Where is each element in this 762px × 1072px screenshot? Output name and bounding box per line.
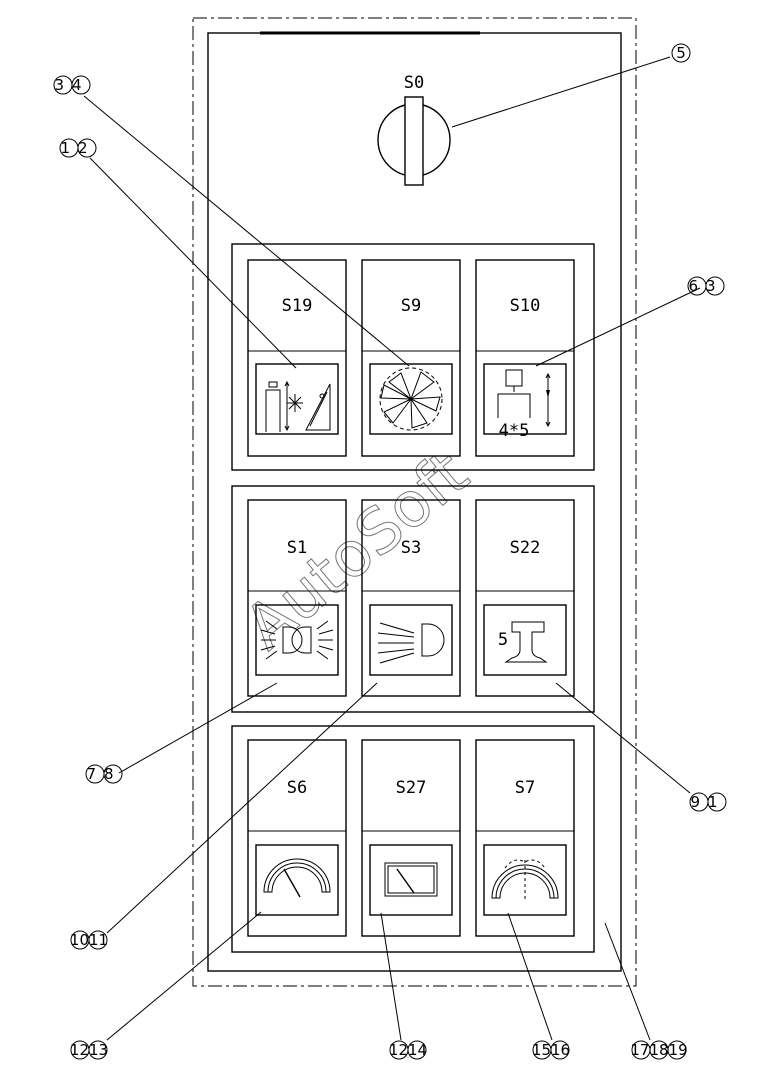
switch-s10-label: S10 [510, 296, 541, 316]
svg-text:1011: 1011 [70, 931, 108, 949]
svg-text:12: 12 [60, 139, 95, 157]
switch-s22-label: S22 [510, 538, 541, 558]
callout-78: 78 [85, 764, 123, 784]
switch-s1-body [247, 499, 347, 697]
svg-text:1516: 1516 [532, 1041, 570, 1059]
switch-s27-label: S27 [396, 778, 427, 798]
gauge-arc-icon [255, 844, 339, 916]
svg-text:78: 78 [86, 765, 121, 783]
bottom-panel-frame [231, 725, 595, 953]
rail-icon-label: 5 [498, 630, 508, 650]
switch-s27-body [361, 739, 461, 937]
switch-s3-label: S3 [401, 538, 421, 558]
callout-1213: 1213 [70, 1040, 108, 1060]
callout-1516: 1516 [532, 1040, 570, 1060]
callout-171819: 171819 [630, 1040, 688, 1060]
switch-s9-label: S9 [401, 296, 421, 316]
svg-text:1213: 1213 [70, 1041, 108, 1059]
arc-wiper-icon [483, 844, 567, 916]
callout-5: 5 [671, 43, 691, 63]
hoist-icon: 4*5 [483, 363, 567, 441]
main-switch: S0 [377, 73, 451, 186]
switch-s19-label: S19 [282, 296, 313, 316]
switch-s10-body [475, 259, 575, 457]
switch-s9-body [361, 259, 461, 457]
switch-s7-body [475, 739, 575, 937]
switch-s6-body [247, 739, 347, 937]
main-switch-label: S0 [404, 73, 424, 93]
hoist-icon-label: 4*5 [499, 421, 530, 441]
cylinder-lift-icon [255, 363, 339, 435]
svg-text:34: 34 [54, 76, 89, 94]
callout-12: 12 [59, 138, 97, 158]
switch-s19-body [247, 259, 347, 457]
callout-34: 34 [53, 75, 91, 95]
callout-63: 63 [687, 276, 725, 296]
switch-s1-label: S1 [287, 538, 307, 558]
main-switch-handle [404, 96, 424, 186]
top-panel-frame [231, 243, 595, 471]
callout-91: 91 [689, 792, 727, 812]
rail-icon: 5 [483, 604, 567, 676]
svg-text:171819: 171819 [630, 1041, 687, 1059]
rect-gauge-icon [369, 844, 453, 916]
switch-s7-label: S7 [515, 778, 535, 798]
svg-text:91: 91 [690, 793, 725, 811]
switch-s22-body [475, 499, 575, 697]
switch-s6-label: S6 [287, 778, 307, 798]
headlight-icon [369, 604, 453, 676]
double-lamp-icon [255, 604, 339, 676]
outer-boundary [192, 17, 637, 987]
callout-1011: 1011 [70, 930, 108, 950]
middle-panel-frame [231, 485, 595, 713]
svg-text:5: 5 [676, 44, 686, 62]
leader-lines [83, 56, 701, 1041]
svg-text:63: 63 [688, 277, 723, 295]
switch-s3-body [361, 499, 461, 697]
svg-text:1214: 1214 [389, 1041, 427, 1059]
callout-1214: 1214 [389, 1040, 427, 1060]
fan-icon [369, 363, 453, 435]
